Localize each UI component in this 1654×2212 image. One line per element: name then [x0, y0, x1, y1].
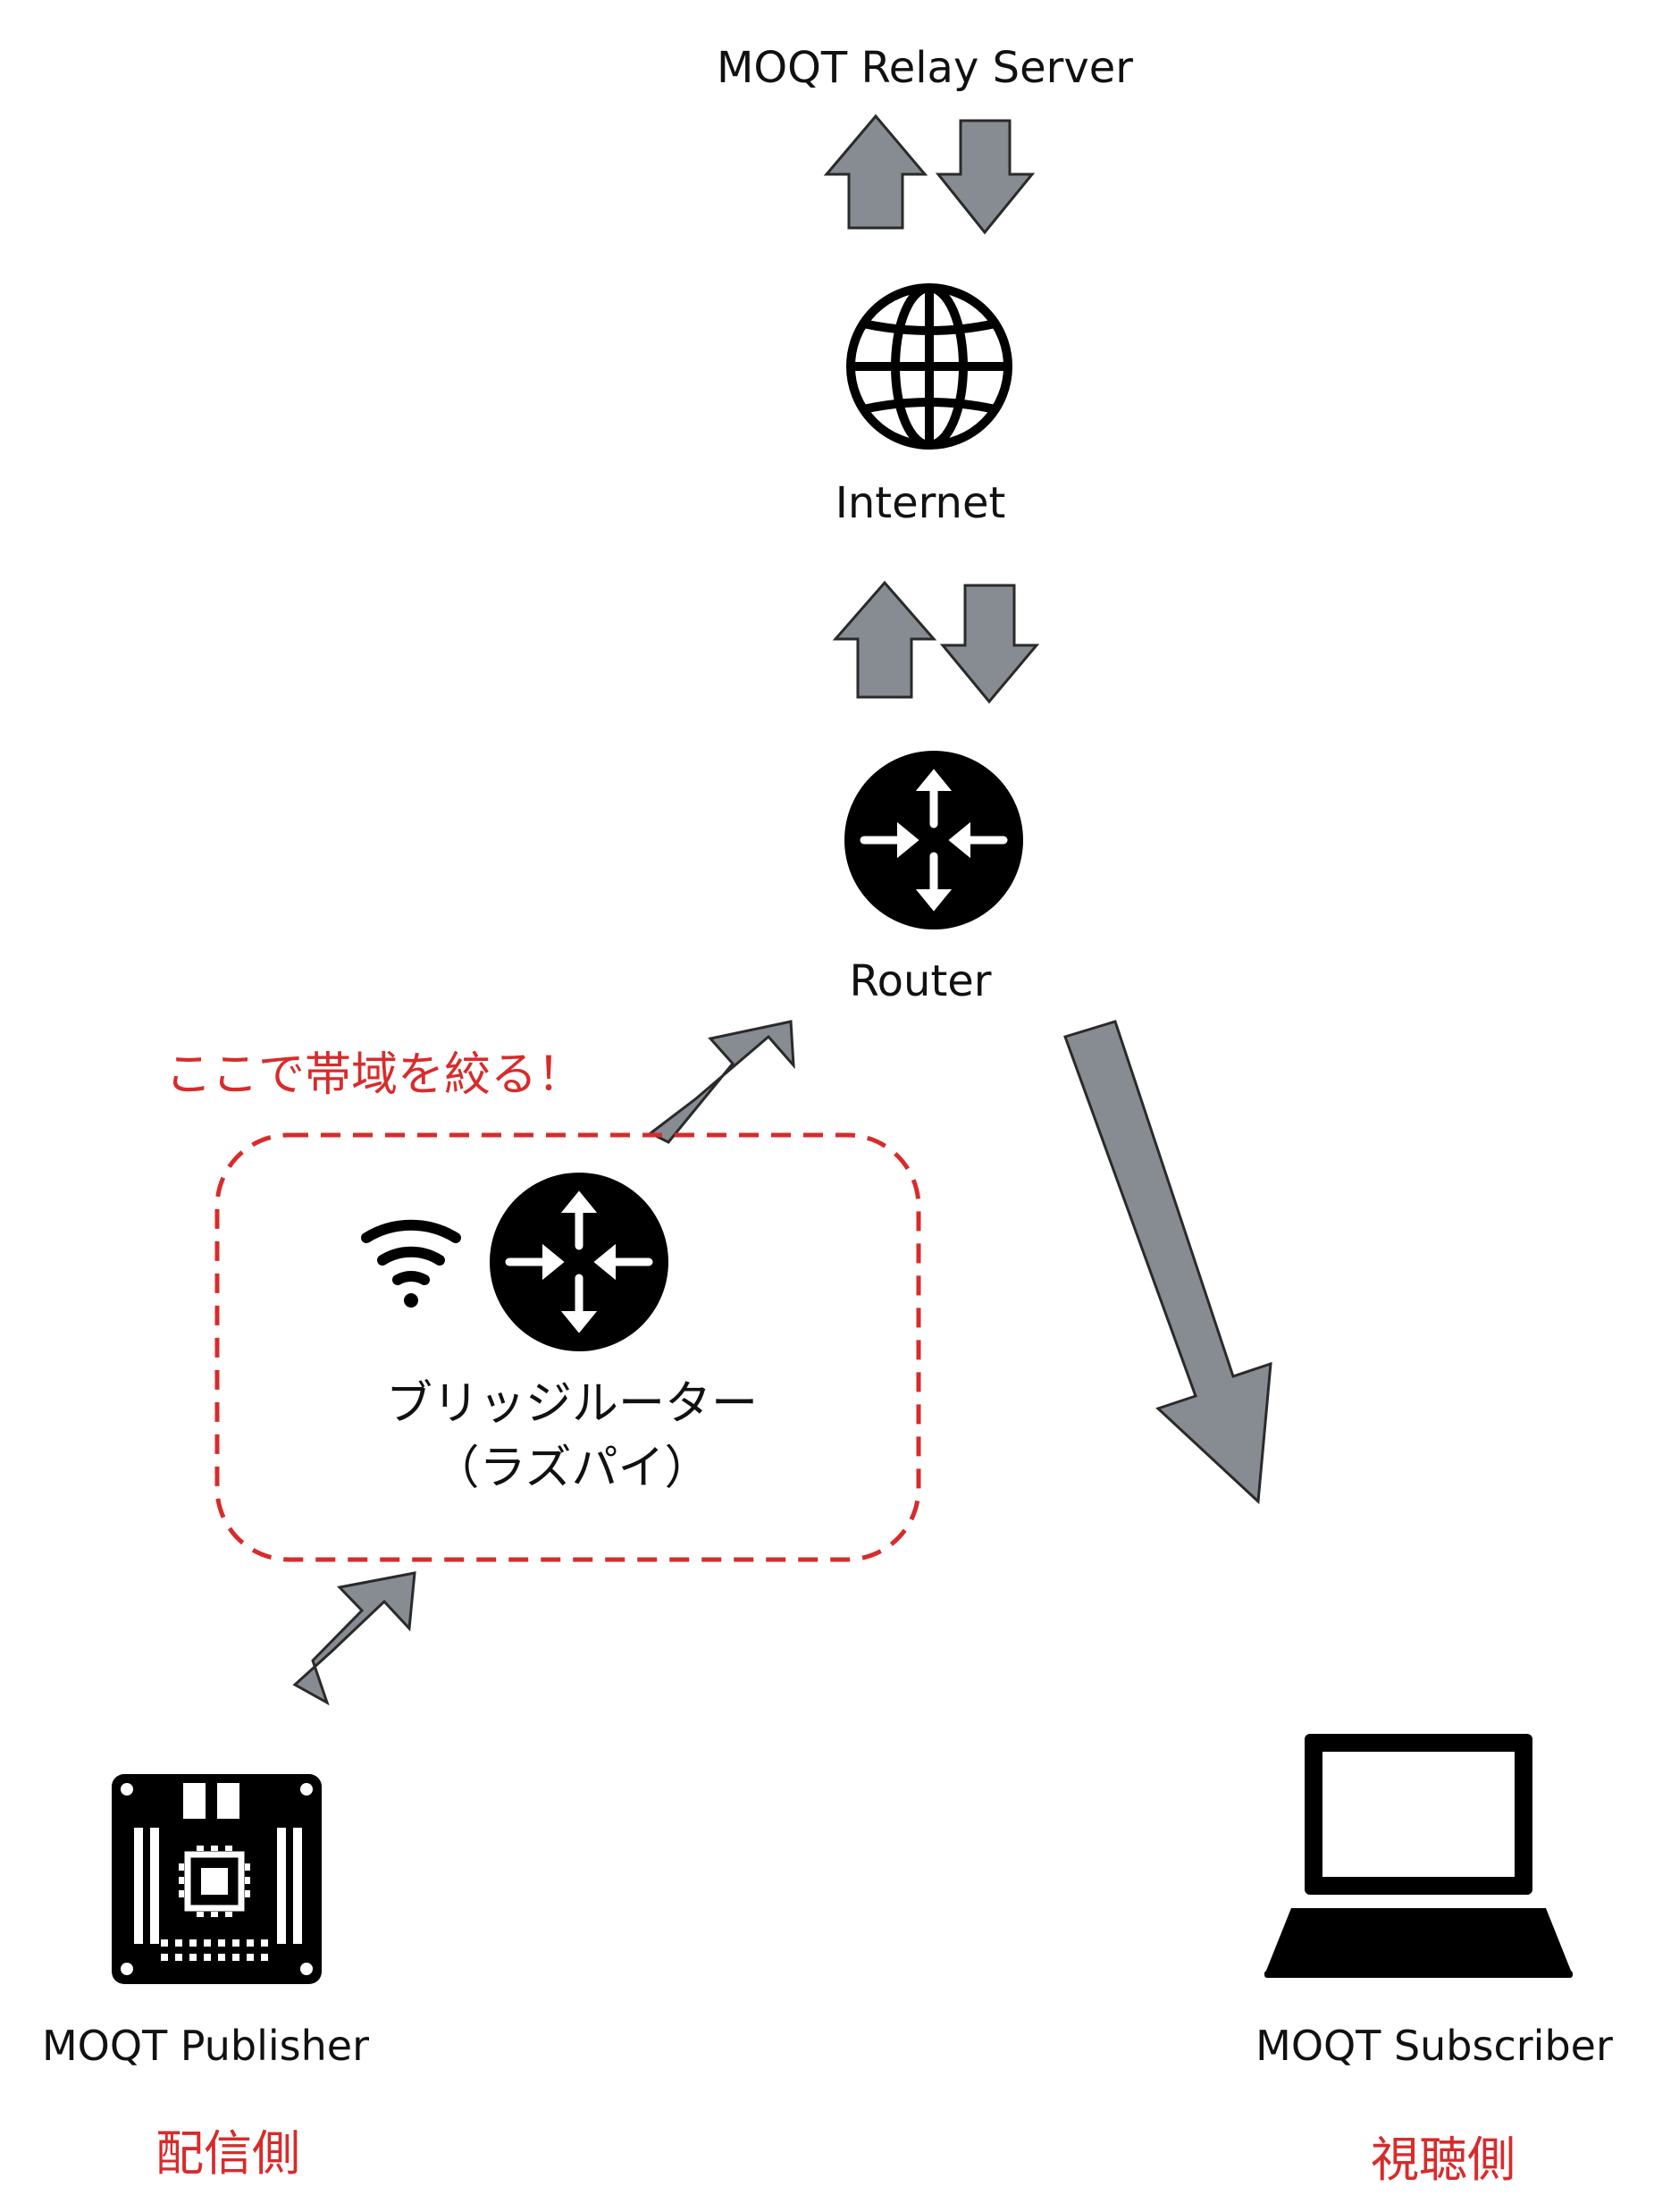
router-label: Router	[849, 956, 992, 1006]
globe-icon	[846, 283, 1012, 450]
router-icon	[844, 751, 1023, 929]
subscriber-label: MOQT Subscriber	[1255, 2022, 1613, 2070]
arrow-up-to-relay	[823, 114, 928, 230]
arrow-down-from-relay	[935, 119, 1036, 235]
laptop-icon	[1264, 1734, 1573, 1978]
raspberry-pi-board-icon	[112, 1774, 322, 1984]
relay-server-label: MOQT Relay Server	[716, 43, 1134, 93]
arrow-down-from-internet	[939, 584, 1040, 704]
bridge-router-sublabel: （ラズパイ）	[432, 1442, 711, 1495]
bridge-router-icon	[490, 1173, 668, 1351]
arrow-publisher-to-bridge	[292, 1571, 416, 1706]
bandwidth-limit-zone	[214, 1132, 921, 1562]
relay-internet-arrows	[823, 114, 1036, 235]
arrow-router-to-subscriber	[1063, 1020, 1272, 1505]
wifi-icon	[361, 1219, 461, 1308]
internet-label: Internet	[835, 478, 1006, 528]
bridge-router-label: ブリッジルーター	[385, 1377, 758, 1431]
arrow-up-to-internet	[832, 580, 937, 699]
publisher-role-label: 配信側	[155, 2125, 300, 2182]
internet-router-arrows	[832, 580, 1040, 704]
publisher-label: MOQT Publisher	[41, 2022, 369, 2070]
subscriber-role-label: 視聴側	[1371, 2132, 1515, 2188]
bandwidth-limit-annotation: ここで帯域を絞る！	[165, 1048, 584, 1102]
arrow-bridge-to-router	[648, 1020, 795, 1144]
